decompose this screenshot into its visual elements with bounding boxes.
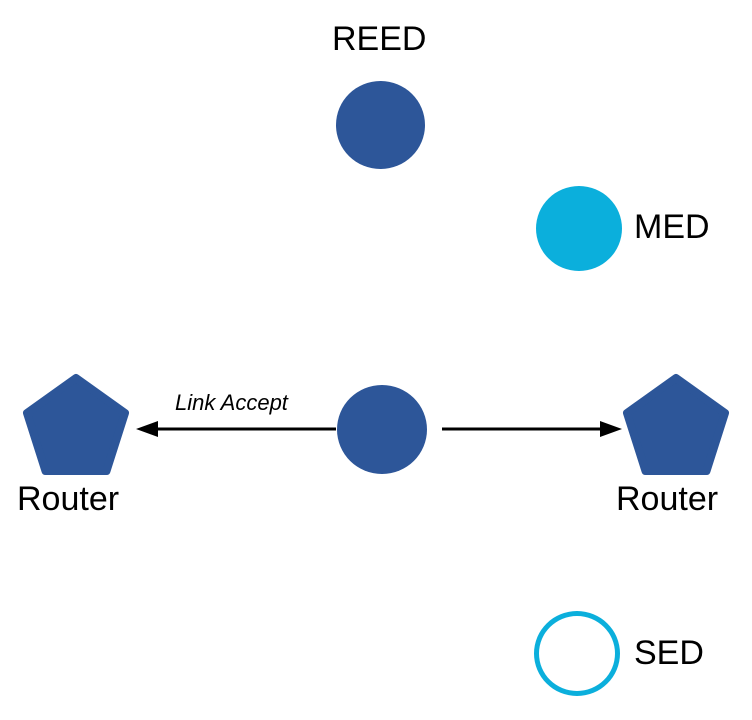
edge-label-link-accept: Link Accept — [175, 390, 288, 415]
node-label-reed: REED — [332, 20, 427, 58]
node-router-right-pentagon[interactable] — [620, 374, 732, 478]
node-label-router-left: Router — [17, 480, 120, 518]
node-reed-circle[interactable] — [336, 81, 425, 169]
edge-arrow-right — [442, 421, 622, 437]
node-label-sed: SED — [634, 634, 704, 672]
node-label-med: MED — [634, 208, 710, 246]
edge-arrow-left — [136, 421, 336, 437]
node-label-router-right: Router — [616, 480, 719, 518]
node-sed-circle[interactable] — [534, 611, 620, 696]
node-med-circle[interactable] — [536, 186, 622, 271]
node-router-left-pentagon[interactable] — [20, 374, 132, 478]
node-leader-circle[interactable] — [337, 385, 427, 474]
